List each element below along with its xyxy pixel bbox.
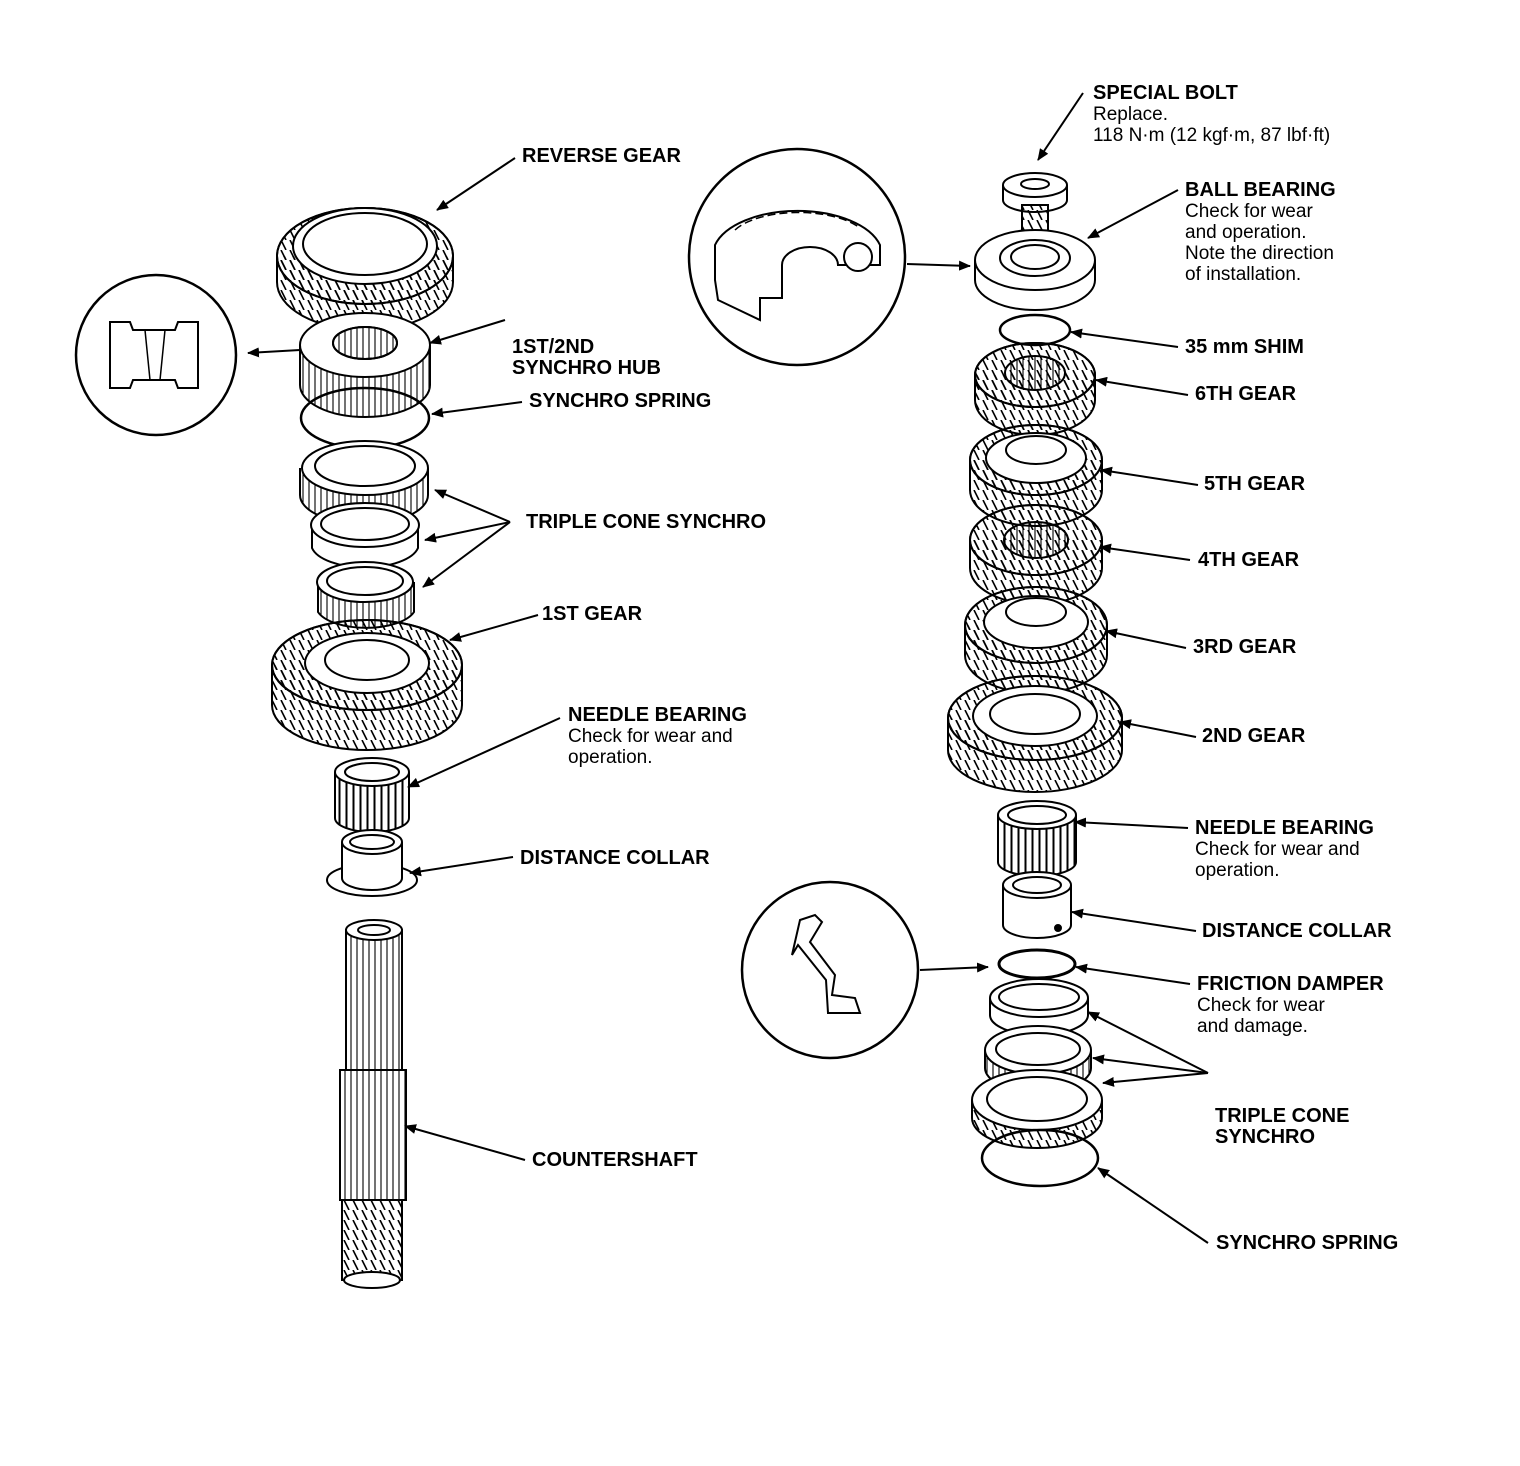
- label-note: operation.: [1195, 860, 1280, 881]
- reverse-gear-drawing: [276, 207, 454, 331]
- first-gear-drawing: [271, 619, 463, 751]
- label-title: FRICTION DAMPER: [1197, 973, 1384, 995]
- label-title: 2ND GEAR: [1202, 725, 1306, 747]
- label-fifth-gear: 5TH GEAR: [1204, 474, 1305, 495]
- label-second-gear: 2ND GEAR: [1202, 726, 1305, 747]
- fourth-gear-drawing: [969, 504, 1103, 605]
- label-note: Replace.: [1093, 104, 1168, 125]
- label-title: TRIPLE CONE SYNCHRO: [1215, 1105, 1350, 1148]
- label-note: and damage.: [1197, 1016, 1308, 1037]
- label-title: 6TH GEAR: [1195, 383, 1297, 405]
- label-title: SYNCHRO SPRING: [529, 390, 712, 412]
- label-note: Check for wear and: [1195, 839, 1360, 860]
- label-friction-damper: FRICTION DAMPER Check for wear and damag…: [1197, 973, 1384, 1038]
- label-countershaft: COUNTERSHAFT: [532, 1150, 698, 1171]
- label-title: 3RD GEAR: [1193, 636, 1297, 658]
- label-synchro-spring-right: SYNCHRO SPRING: [1216, 1233, 1398, 1254]
- label-note: Check for wear: [1197, 995, 1325, 1016]
- label-title: DISTANCE COLLAR: [1202, 920, 1392, 942]
- special-bolt-drawing: [1002, 172, 1068, 232]
- label-note: 118 N·m (12 kgf·m, 87 lbf·ft): [1093, 125, 1331, 146]
- hub-section-inset: [74, 273, 301, 437]
- distance-collar-right-drawing: [1002, 871, 1072, 939]
- label-triple-cone-synchro: TRIPLE CONE SYNCHRO: [526, 512, 766, 533]
- label-title: 1ST/2ND SYNCHRO HUB: [512, 336, 661, 379]
- label-shim: 35 mm SHIM: [1185, 337, 1304, 358]
- label-fourth-gear: 4TH GEAR: [1198, 550, 1299, 571]
- label-triple-cone-synchro-right: TRIPLE CONE SYNCHRO: [1215, 1064, 1349, 1169]
- label-title: NEEDLE BEARING: [568, 704, 747, 726]
- label-synchro-hub: 1ST/2ND SYNCHRO HUB: [512, 295, 661, 400]
- second-gear-drawing: [947, 675, 1123, 793]
- label-note: Check for wear and: [568, 726, 733, 747]
- label-title: 35 mm SHIM: [1185, 336, 1304, 358]
- label-distance-collar: DISTANCE COLLAR: [520, 848, 710, 869]
- label-note: operation.: [568, 747, 653, 768]
- synchro-hub-drawing: [299, 312, 431, 418]
- countershaft-drawing: [339, 919, 407, 1289]
- label-title: REVERSE GEAR: [522, 145, 681, 167]
- ball-bearing-drawing: [974, 229, 1096, 311]
- needle-bearing-drawing: [334, 757, 410, 833]
- label-reverse-gear: REVERSE GEAR: [522, 146, 681, 167]
- label-needle-bearing-right: NEEDLE BEARING Check for wear and operat…: [1195, 817, 1374, 882]
- label-title: 5TH GEAR: [1204, 473, 1306, 495]
- shim-drawing: [998, 313, 1072, 347]
- needle-bearing-right-drawing: [997, 800, 1077, 877]
- synchro-spring-right-drawing: [980, 1128, 1100, 1188]
- left-assembly-parts: [271, 207, 463, 1289]
- label-first-gear: 1ST GEAR: [542, 604, 642, 625]
- label-title: 1ST GEAR: [542, 603, 643, 625]
- label-title: 4TH GEAR: [1198, 549, 1300, 571]
- label-note: of installation.: [1185, 264, 1302, 285]
- label-title: TRIPLE CONE SYNCHRO: [526, 511, 767, 533]
- triple-cone-synchro-right-drawing: [971, 978, 1103, 1149]
- distance-collar-drawing: [326, 829, 418, 897]
- label-distance-collar-right: DISTANCE COLLAR: [1202, 921, 1392, 942]
- triple-cone-synchro-drawing: [299, 440, 429, 629]
- label-note: Note the direction: [1185, 243, 1334, 264]
- label-title: NEEDLE BEARING: [1195, 817, 1374, 839]
- label-note: and operation.: [1185, 222, 1307, 243]
- label-ball-bearing: BALL BEARING Check for wear and operatio…: [1185, 179, 1336, 286]
- label-title: SPECIAL BOLT: [1093, 82, 1238, 104]
- label-title: SYNCHRO SPRING: [1216, 1232, 1399, 1254]
- label-note: Check for wear: [1185, 201, 1313, 222]
- friction-damper-section-inset: [740, 880, 989, 1060]
- label-title: COUNTERSHAFT: [532, 1149, 698, 1171]
- label-synchro-spring: SYNCHRO SPRING: [529, 391, 711, 412]
- friction-damper-drawing: [997, 948, 1077, 980]
- label-title: DISTANCE COLLAR: [520, 847, 710, 869]
- sixth-gear-drawing: [974, 342, 1096, 436]
- label-third-gear: 3RD GEAR: [1193, 637, 1296, 658]
- right-assembly-parts: [947, 172, 1123, 1188]
- label-needle-bearing: NEEDLE BEARING Check for wear and operat…: [568, 704, 747, 769]
- leader-lines: [404, 92, 1209, 1244]
- label-sixth-gear: 6TH GEAR: [1195, 384, 1296, 405]
- ball-bearing-section-inset: [687, 147, 971, 367]
- label-special-bolt: SPECIAL BOLT Replace. 118 N·m (12 kgf·m,…: [1093, 82, 1331, 147]
- label-title: BALL BEARING: [1185, 179, 1336, 201]
